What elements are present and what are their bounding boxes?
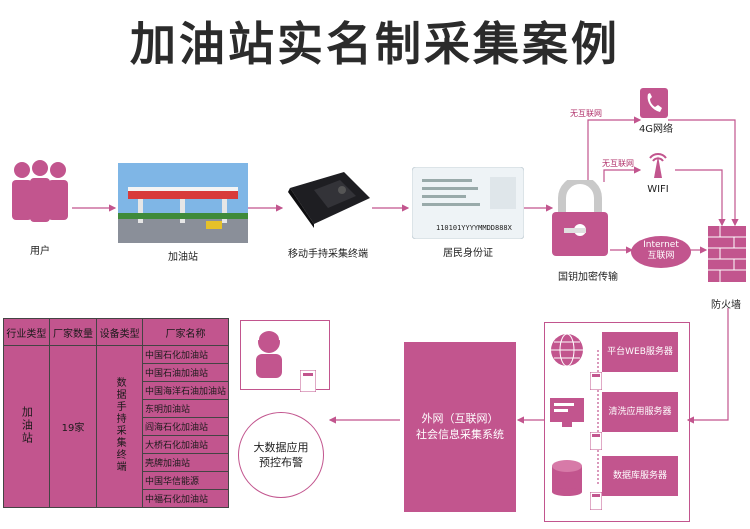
users-icon [12,160,68,222]
id-card-label: 居民身份证 [443,248,493,259]
id-card-number: 110101YYYYMMDD888X [436,224,512,232]
header-count: 厂家数量 [48,318,98,346]
gas-station-label: 加油站 [168,252,198,263]
vendor-name: 中国石油加油站 [141,363,230,382]
no-internet-label-wifi: 无互联网 [602,159,634,168]
header-industry: 行业类型 [3,318,50,346]
user-label: 用户 [30,246,50,257]
vendor-name: 中国华信能源 [141,471,230,490]
server-group [544,322,690,522]
server-tower-icon-2 [590,432,602,450]
server-tower-icon-3 [590,492,602,510]
header-device: 设备类型 [96,318,143,346]
collection-system-box: 外网（互联网） 社会信息采集系统 [404,342,516,512]
network-4g-label: 4G网络 [638,124,674,135]
globe-icon [551,333,583,367]
wifi-label: WIFI [647,184,669,195]
internet-label-cn: 互联网 [647,251,675,261]
db-server-box: 数据库服务器 [602,456,678,496]
clean-server-box: 清洗应用服务器 [602,392,678,432]
monitor-icon [550,398,584,427]
bigdata-line1: 大数据应用 [253,441,309,454]
header-vendor-name: 厂家名称 [141,318,230,346]
vendor-name: 东明加油站 [141,399,230,418]
operator-icon [256,328,282,378]
page-title: 加油站实名制采集案例 [130,17,620,71]
vendor-name: 壳牌加油站 [141,453,230,472]
table-row: 中福石化加油站 [4,489,230,508]
table-row: 加油站 19家 数据手持采集终端 中国石化加油站 [3,345,230,508]
vendor-name: 大桥石化加油站 [141,435,230,454]
terminal-label: 移动手持采集终端 [288,249,368,260]
gas-station-image [118,163,248,243]
bigdata-icon-panel [240,320,330,390]
firewall-icon [708,226,746,282]
lock-icon [552,180,608,256]
server-tower-icon-1 [590,372,602,390]
no-internet-label-4g: 无互联网 [570,109,602,118]
industry-cell: 加油站 [20,405,34,445]
computer-tower-icon [300,370,316,392]
web-server-box: 平台WEB服务器 [602,332,678,372]
internet-label-en: Internet [643,240,679,250]
lock-label: 国钥加密传输 [558,272,618,283]
handheld-terminal-image [288,172,370,228]
table-header-row: 行业类型 厂家数量 设备类型 厂家名称 [3,318,230,346]
device-cell: 数据手持采集终端 [114,377,126,473]
internet-cloud-icon [631,236,691,268]
database-icon [552,460,582,496]
firewall-label: 防火墙 [711,300,741,311]
id-card-image [412,167,524,239]
collection-system-line2: 社会信息采集系统 [416,428,504,441]
bigdata-line2: 预控布警 [259,456,303,469]
count-cell: 19家 [48,345,98,508]
collection-system-line1: 外网（互联网） [421,412,499,425]
bigdata-circle: 大数据应用 预控布警 [238,412,324,498]
vendor-name: 阎海石化加油站 [141,417,230,436]
internet-label: Internet 互联网 [630,240,692,262]
vendor-name: 中国石化加油站 [141,345,230,364]
vendor-table: 行业类型 厂家数量 设备类型 厂家名称 加油站 19家 数据手持采集终端 中国石… [3,318,230,508]
vendor-name: 中国海洋石油加油站 [141,381,230,400]
wifi-icon [649,153,667,178]
phone-4g-icon [640,88,668,118]
vendor-name: 中福石化加油站 [141,489,230,508]
